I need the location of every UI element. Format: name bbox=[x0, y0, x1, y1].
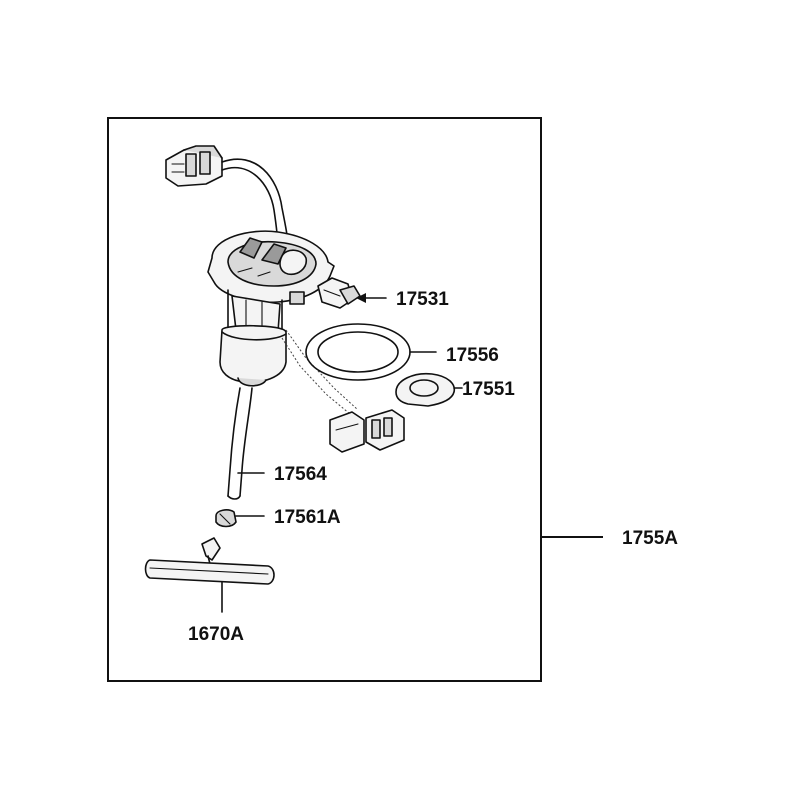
part-1670A-filter bbox=[144, 537, 275, 585]
assembly-label: 1755A bbox=[622, 528, 678, 549]
label-17551: 17551 bbox=[462, 379, 515, 400]
part-17531-fitting bbox=[317, 277, 361, 309]
part-17561A-clamp bbox=[215, 509, 237, 528]
label-17564: 17564 bbox=[274, 464, 327, 485]
pump-flange bbox=[207, 230, 335, 305]
label-17561A: 17561A bbox=[274, 507, 341, 528]
part-17551-plate bbox=[395, 372, 456, 407]
leader-17531-arrow bbox=[356, 293, 366, 303]
label-1670A: 1670A bbox=[188, 624, 244, 645]
sender-wire-dashed-2 bbox=[285, 329, 359, 411]
part-17556-gasket bbox=[305, 323, 411, 381]
sender-wire-dashed bbox=[281, 337, 351, 415]
label-17556: 17556 bbox=[446, 345, 499, 366]
part-17564-hose bbox=[227, 387, 253, 500]
sender-connector bbox=[329, 409, 405, 453]
wire-harness-connector bbox=[165, 145, 223, 187]
pump-body bbox=[219, 289, 287, 387]
assembly-frame bbox=[107, 117, 542, 682]
label-17531: 17531 bbox=[396, 289, 449, 310]
